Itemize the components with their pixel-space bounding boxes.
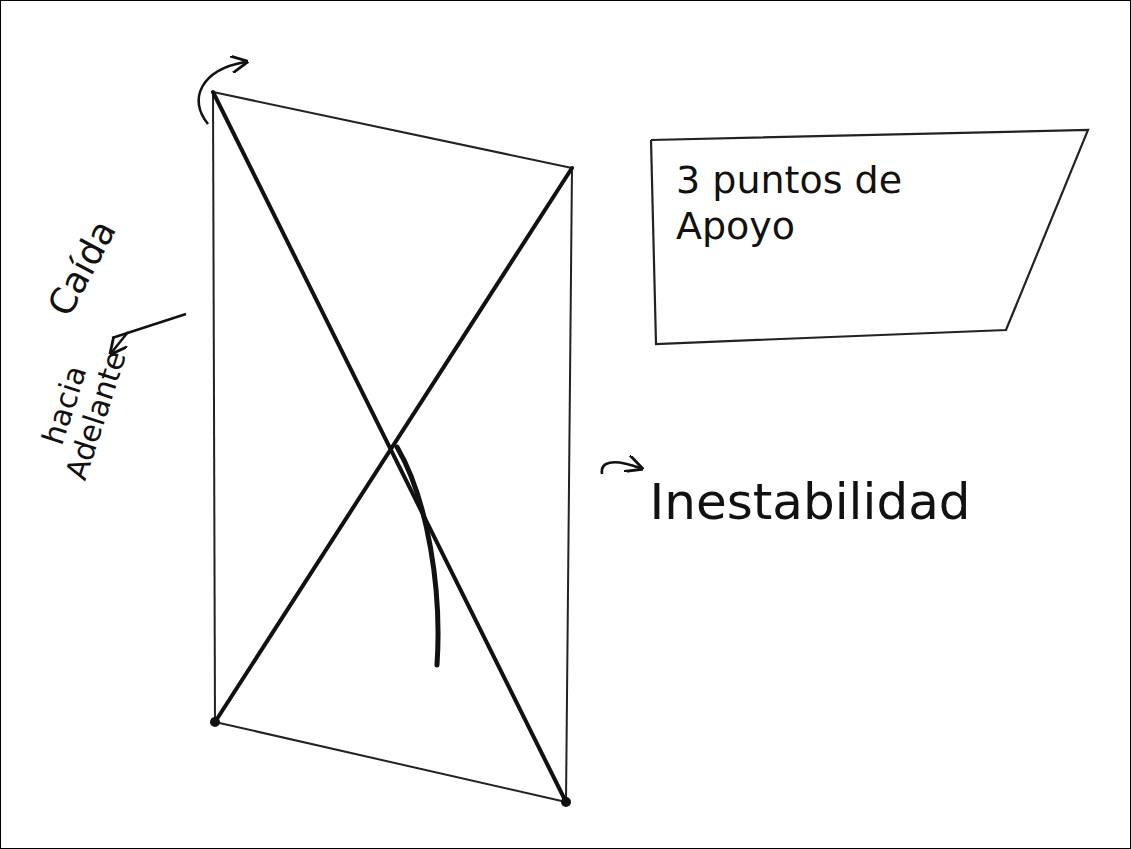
box-border bbox=[651, 130, 1088, 344]
diagonals bbox=[213, 92, 572, 802]
underline bbox=[112, 314, 186, 338]
fall-curve bbox=[397, 447, 438, 665]
note-box: 3 puntos de Apoyo bbox=[648, 128, 1092, 348]
platform-outline bbox=[213, 92, 572, 802]
fall-label: Caída bbox=[32, 197, 133, 339]
instability-label: Inestabilidad bbox=[610, 475, 1010, 530]
support-point bbox=[561, 797, 571, 807]
note-text: 3 puntos de Apoyo bbox=[676, 158, 936, 249]
fall-label: hacia Adelante bbox=[25, 328, 134, 491]
rotation-arrow bbox=[199, 62, 245, 124]
support-point bbox=[210, 717, 220, 727]
hook-arrow bbox=[602, 462, 640, 474]
